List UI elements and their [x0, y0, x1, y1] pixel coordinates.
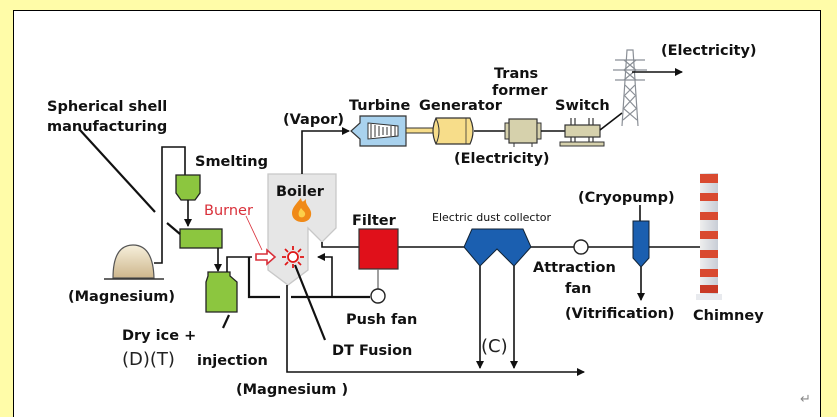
flame-icon: [292, 198, 312, 222]
label-vitrification: (Vitrification): [565, 306, 675, 322]
label-filter: Filter: [352, 213, 397, 229]
magnesium-output-arrow: [286, 285, 585, 376]
shell-box-pointer: [166, 222, 181, 235]
dt-fusion-pointer: [293, 264, 327, 341]
label-turbine: Turbine: [349, 98, 410, 114]
spherical-shell-pointer: [79, 129, 156, 213]
attraction-fan-icon: [573, 239, 589, 255]
label-injection: injection: [197, 353, 268, 369]
label-electricity-mid: (Electricity): [454, 151, 550, 167]
dt-injector-vessel-icon: [205, 271, 238, 313]
label-push-fan: Push fan: [346, 312, 417, 328]
turbine-icon: [350, 115, 407, 147]
label-trans: Trans: [494, 66, 538, 82]
injector-feed-line: [226, 256, 252, 272]
shell-manufacturing-box: [179, 228, 223, 249]
recirculation-line: [247, 257, 280, 299]
label-smelting: Smelting: [195, 154, 268, 170]
injector-pointer: [222, 314, 230, 329]
dt-fusion-sun-icon: [282, 246, 304, 268]
label-vapor: (Vapor): [283, 112, 344, 128]
label-switch: Switch: [555, 98, 610, 114]
label-attraction-fan: fan: [565, 281, 591, 297]
chimney-icon: [696, 173, 722, 300]
label-dust-collector: Electric dust collector: [432, 211, 552, 224]
label-dry-ice: Dry ice +: [122, 328, 196, 344]
push-fan-icon: [370, 288, 386, 304]
push-fan-return-arrow: [317, 253, 333, 297]
label-dt-fusion: DT Fusion: [332, 343, 412, 359]
generator-icon: [432, 117, 474, 145]
label-c: (C): [481, 336, 508, 357]
switch-icon: [559, 118, 605, 147]
electric-dust-collector-icon: [463, 228, 532, 267]
transmission-tower-icon: [613, 49, 647, 127]
label-spherical-shell: Spherical shell: [47, 99, 167, 115]
label-magnesium-bottom: (Magnesium ): [236, 382, 348, 398]
paragraph-mark-icon: ↵: [800, 392, 811, 407]
label-cryopump: (Cryopump): [578, 190, 675, 206]
label-burner: Burner: [204, 203, 253, 219]
label-electricity-top: (Electricity): [661, 43, 757, 59]
burner-pointer: [245, 215, 263, 251]
switch-tower-line: [599, 112, 623, 131]
label-manufacturing: manufacturing: [47, 119, 167, 135]
diagram-frame: [13, 10, 821, 417]
vapor-arrow: [301, 127, 350, 174]
label-generator: Generator: [419, 98, 503, 114]
filter-box: [358, 228, 399, 270]
magnesium-mound-icon: [104, 244, 164, 280]
label-chimney: Chimney: [693, 308, 764, 324]
cryopump-icon: [632, 220, 650, 268]
smelting-vessel-icon: [175, 174, 201, 201]
burner-arrow-icon: [255, 248, 277, 266]
label-magnesium-left: (Magnesium): [68, 289, 175, 305]
label-boiler: Boiler: [276, 184, 325, 200]
label-former: former: [492, 83, 548, 99]
label-dt-prefix: (D)(T): [122, 349, 175, 370]
transformer-icon: [504, 118, 542, 147]
label-attraction: Attraction: [533, 260, 616, 276]
magnesium-feed-line: [154, 146, 186, 264]
turbine-shaft: [405, 127, 437, 134]
